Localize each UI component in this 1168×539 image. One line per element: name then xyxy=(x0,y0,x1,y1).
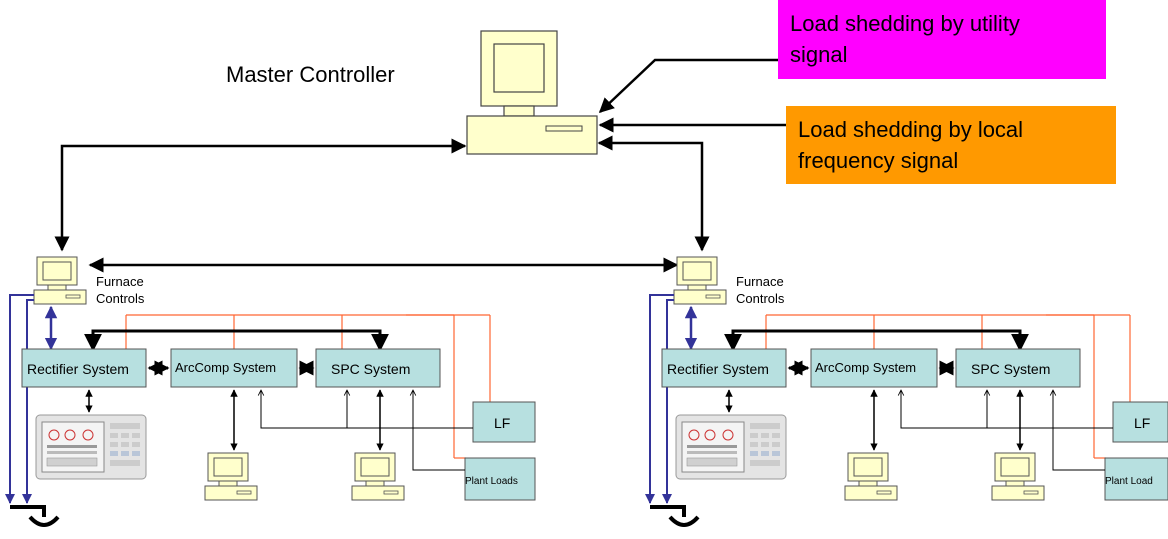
left-arccomp-label: ArcComp System xyxy=(175,360,276,375)
right-plant-loads-feedback xyxy=(1053,390,1105,471)
right-red-signal-lines xyxy=(765,314,1131,459)
left-plant-loads-label: Plant Loads xyxy=(465,476,518,487)
utility-callout-line2: signal xyxy=(790,42,847,67)
right-lf-label: LF xyxy=(1134,415,1150,431)
right-arccomp-computer-icon xyxy=(844,452,898,501)
left-plant-loads-box xyxy=(464,457,536,501)
left-ground-symbol-icon xyxy=(28,505,60,527)
right-arccomp-label: ArcComp System xyxy=(815,360,916,375)
utility-callout-line1: Load shedding by utility xyxy=(790,11,1020,36)
right-plant-loads-box xyxy=(1104,457,1168,501)
left-furnace-label-line1: Furnace xyxy=(96,274,144,289)
right-lf-feedback-line xyxy=(901,390,1113,429)
left-ground-line-outer xyxy=(5,294,34,504)
left-furnace-computer-icon xyxy=(33,256,87,305)
right-furnace-label-line1: Furnace xyxy=(736,274,784,289)
left-arccomp-box xyxy=(170,348,298,388)
right-rectifier-label: Rectifier System xyxy=(667,361,769,377)
right-spc-label: SPC System xyxy=(971,361,1050,377)
left-lf-box xyxy=(472,401,536,443)
left-ground-line-inner xyxy=(22,299,34,504)
page-title: Master Controller xyxy=(226,62,395,87)
right-furnace-computer-icon xyxy=(673,256,727,305)
right-plant-loads-label: Plant Load xyxy=(1105,476,1153,487)
frequency-callout-line1: Load shedding by local xyxy=(798,117,1023,142)
left-spc-box xyxy=(315,348,441,388)
utility-signal-arrow xyxy=(598,58,778,114)
left-control-bus xyxy=(84,329,389,352)
right-furnace-label-line2: Controls xyxy=(736,291,785,306)
left-rectifier-label: Rectifier System xyxy=(27,361,129,377)
right-control-bus xyxy=(724,329,1029,352)
master-controller-computer-icon xyxy=(466,30,598,155)
right-hmi-panel-icon xyxy=(675,414,787,480)
master-to-right-furnace-link xyxy=(597,135,710,252)
left-lf-label: LF xyxy=(494,415,510,431)
right-lf-box xyxy=(1112,401,1168,443)
left-hmi-panel-icon xyxy=(35,414,147,480)
right-spc-computer-icon xyxy=(991,452,1045,501)
right-arccomp-box xyxy=(810,348,938,388)
right-ground-symbol-icon xyxy=(668,505,700,527)
right-subsystem: Furnace Controls Rectifier System ArcCom… xyxy=(645,256,1168,527)
right-ground-line-outer xyxy=(645,294,674,504)
right-ground-line-inner xyxy=(662,299,674,504)
left-spc-computer-icon xyxy=(351,452,405,501)
left-furnace-label-line2: Controls xyxy=(96,291,145,306)
left-arccomp-computer-icon xyxy=(204,452,258,501)
frequency-callout-line2: frequency signal xyxy=(798,148,958,173)
right-spc-box xyxy=(955,348,1081,388)
left-lf-feedback-line xyxy=(261,390,473,429)
master-to-left-furnace-link xyxy=(54,138,467,252)
frequency-signal-callout: Load shedding by local frequency signal xyxy=(786,106,1116,184)
left-spc-label: SPC System xyxy=(331,361,410,377)
left-plant-loads-feedback xyxy=(413,390,465,471)
left-rectifier-box xyxy=(21,348,147,388)
left-subsystem: Furnace Controls Rectifier System ArcCom… xyxy=(5,256,536,527)
utility-signal-callout: Load shedding by utility signal xyxy=(778,0,1106,79)
right-rectifier-box xyxy=(661,348,787,388)
